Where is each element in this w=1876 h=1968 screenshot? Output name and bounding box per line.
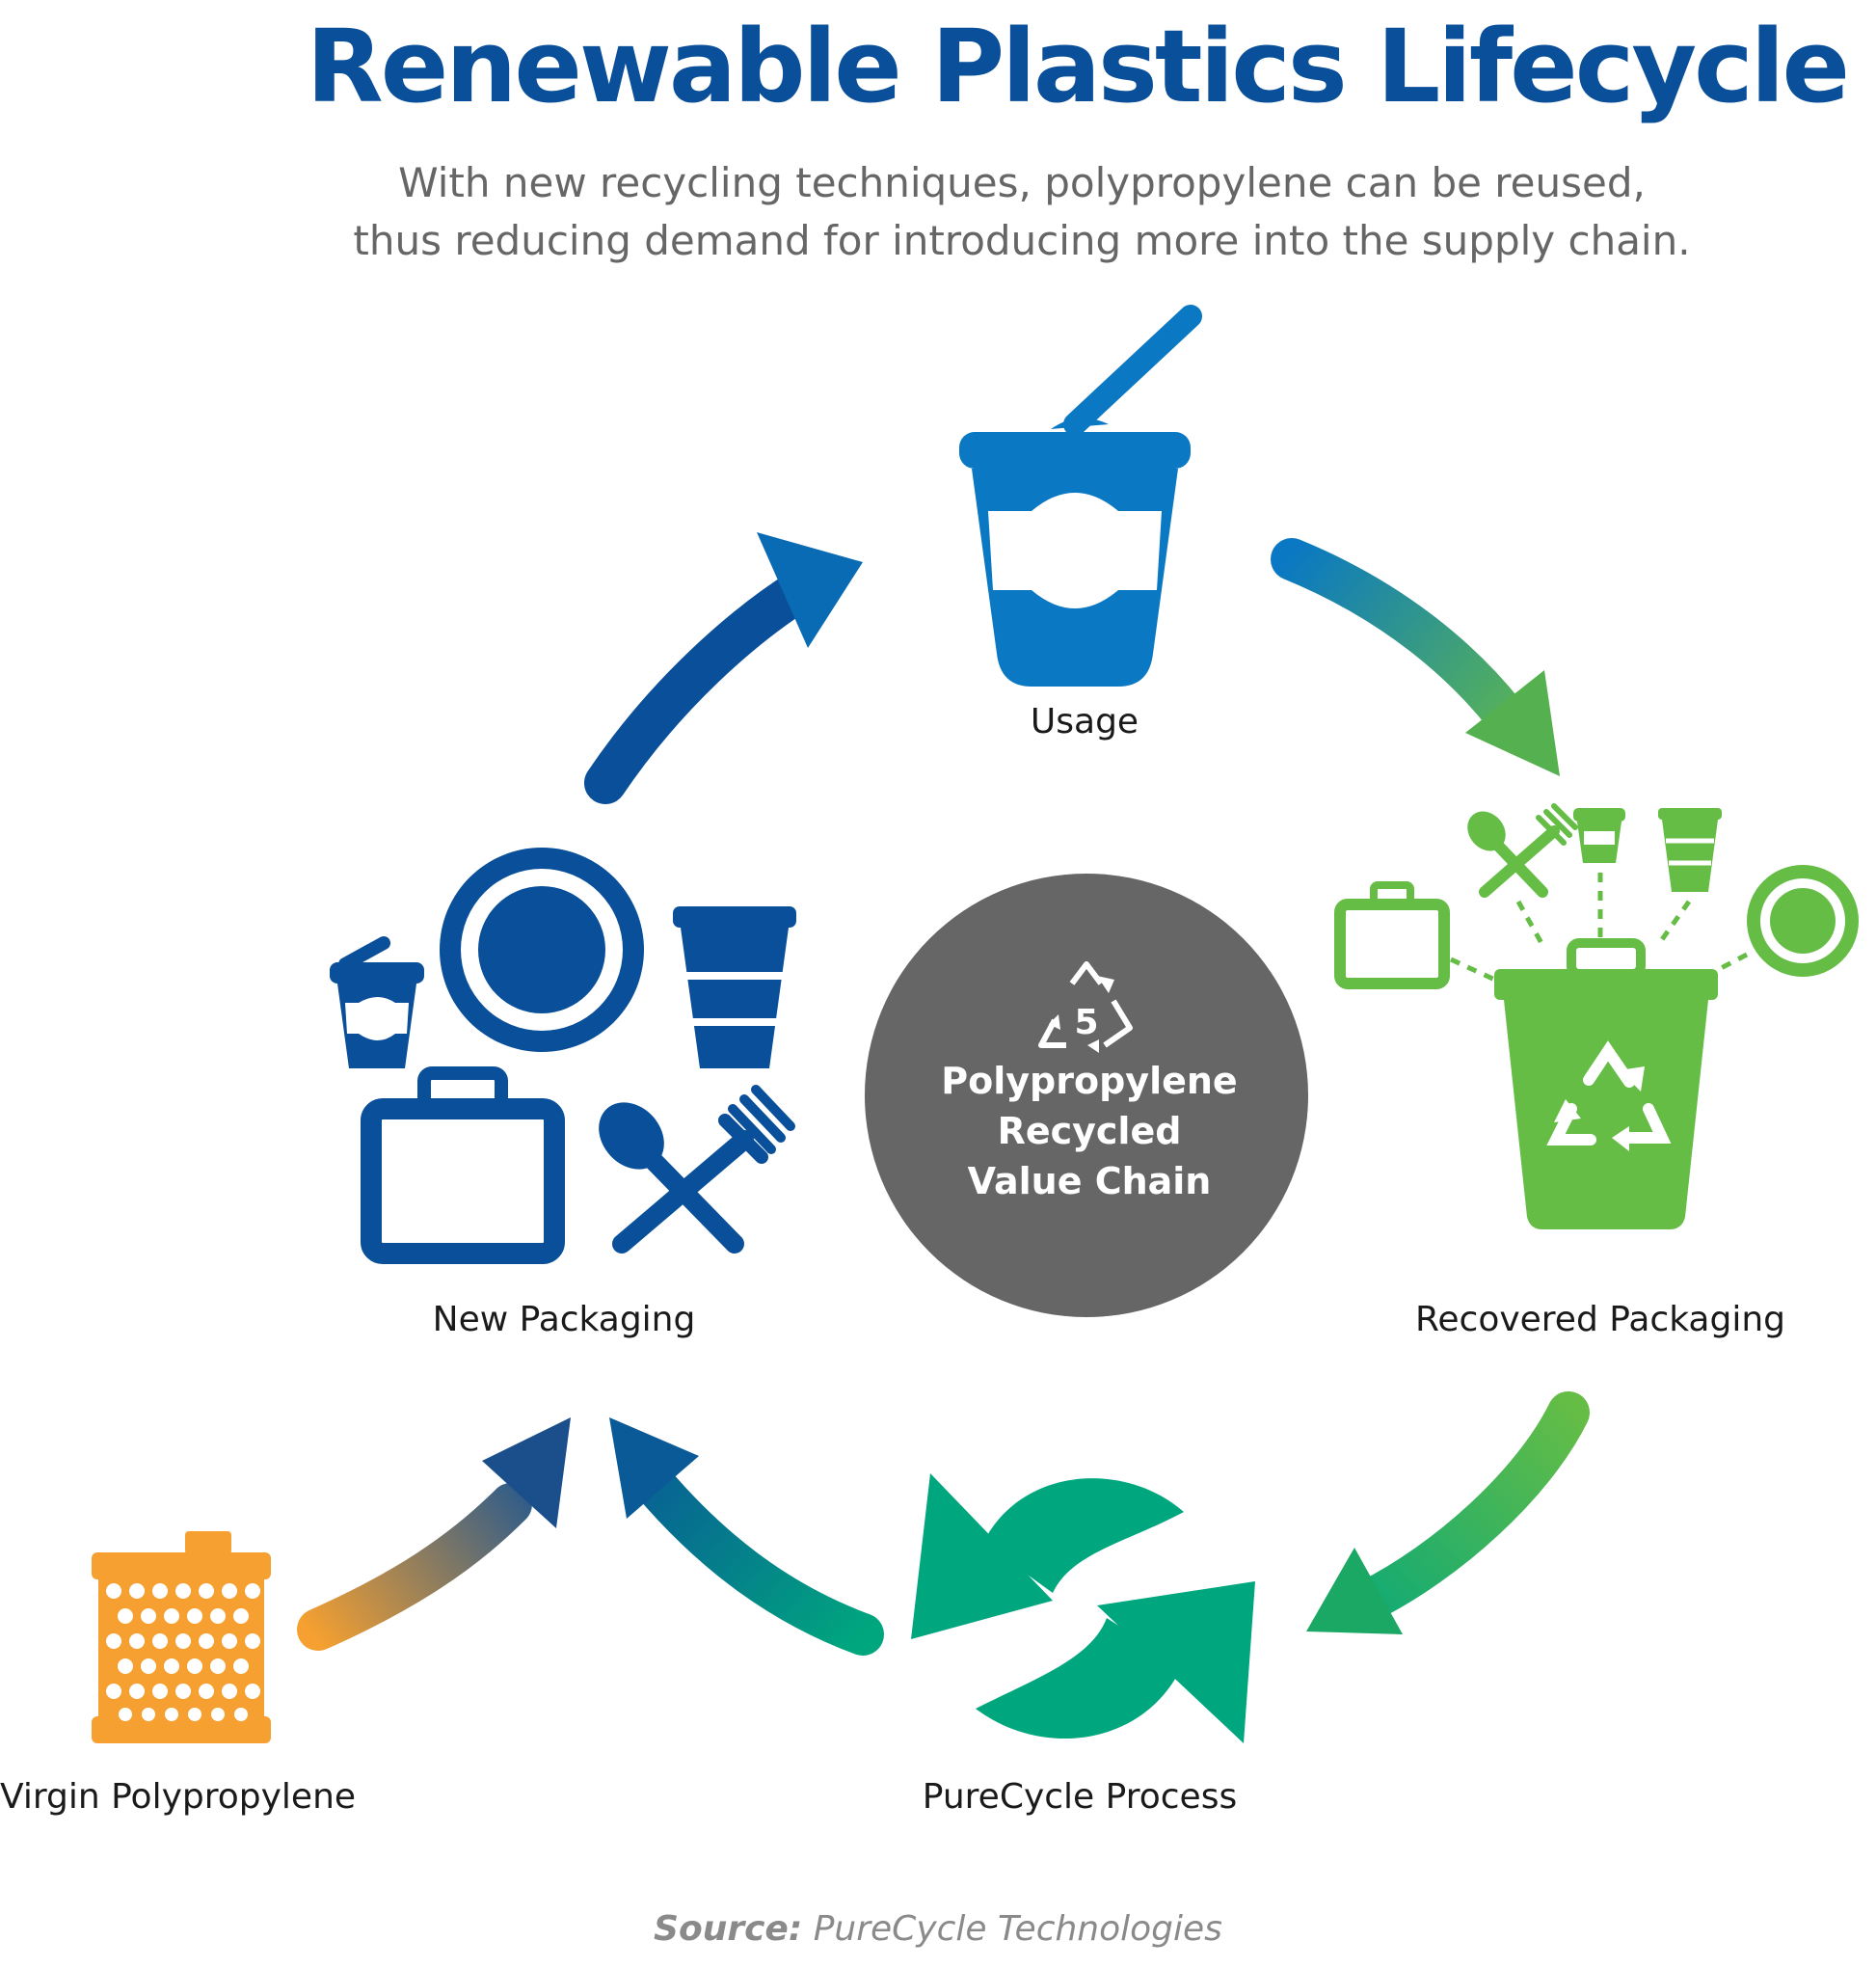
source-prefix: Source: [654,1909,803,1949]
subtitle-line-1: With new recycling techniques, polypropy… [398,159,1646,206]
center-circle: 5 [865,874,1308,1317]
center-line-3: Value Chain [967,1160,1212,1202]
recycle-bin-icon [1494,938,1718,1229]
small-plate-icon [1747,865,1859,977]
arrow-new-to-usage [584,532,863,804]
cup-icon [673,906,796,1068]
subtitle-line-2: thus reducing demand for introducing mor… [353,217,1691,264]
arrow-usage-to-recovered [1271,538,1560,776]
page-title: Renewable Plastics Lifecycle [306,8,1850,125]
resin-code: 5 [1074,1003,1098,1042]
clamshell-box-icon [1334,881,1450,989]
center-line-2: Recycled [997,1110,1182,1152]
small-yogurt-cup-icon [1573,808,1625,863]
page-subtitle: With new recycling techniques, polypropy… [318,154,1726,270]
center-caption: Polypropylene Recycled Value Chain [906,1056,1273,1206]
pellets-container-icon [92,1531,271,1743]
source-credit: Source: PureCycle Technologies [0,1909,1876,1949]
arrow-virgin-to-new [297,1417,571,1651]
stage-label-recovered: Recovered Packaging [1414,1300,1785,1339]
arrow-recovered-to-purecycle [1306,1391,1590,1634]
stage-label-new-packaging: New Packaging [432,1300,696,1339]
purecycle-arrows-icon [911,1473,1255,1743]
spoon-fork-icon [1467,803,1578,898]
spoon-fork-large-icon [599,1085,795,1254]
stage-label-purecycle: PureCycle Process [922,1777,1238,1817]
source-name: PureCycle Technologies [813,1909,1222,1949]
arrow-purecycle-to-new [609,1417,884,1656]
stage-label-virgin: Virgin Polypropylene [0,1777,357,1817]
recycle-symbol-icon [1038,961,1133,1048]
stage-label-usage: Usage [1030,702,1139,741]
yogurt-cup-icon [959,305,1202,687]
center-line-1: Polypropylene [941,1060,1238,1102]
small-cup-icon [1658,808,1722,892]
new-packaging-items [330,848,796,1264]
recovered-items [1334,803,1859,1229]
plate-icon [440,848,644,1052]
small-yogurt-cup-new-icon [330,936,424,1068]
clamshell-box-large-icon [361,1066,565,1264]
